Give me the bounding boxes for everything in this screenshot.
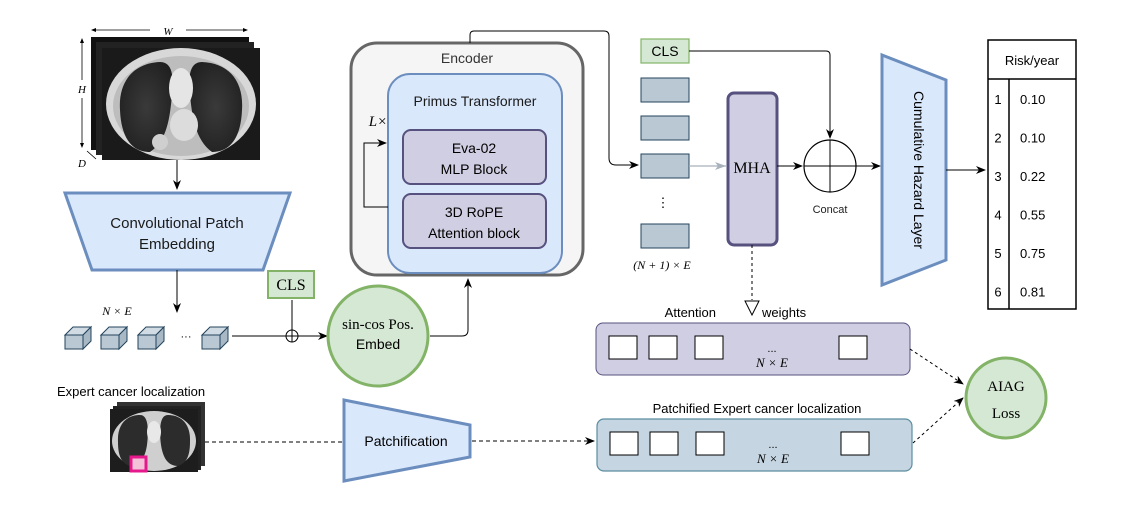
primus-transformer-title: Primus Transformer bbox=[414, 93, 537, 109]
dim-w-label: W bbox=[163, 26, 173, 38]
attention-weights-ellipsis: ... bbox=[767, 343, 776, 355]
patchified-dim: N × E bbox=[756, 451, 789, 466]
patchification: Patchification bbox=[342, 398, 472, 483]
mha-label: MHA bbox=[733, 160, 771, 177]
cls-left-label: CLS bbox=[276, 277, 305, 294]
concat-node: Concat bbox=[803, 139, 857, 216]
expert-ct-stack bbox=[110, 402, 205, 473]
dim-h-label: H bbox=[77, 84, 87, 96]
tokens-ellipsis: ··· bbox=[181, 331, 192, 343]
token-cube-icon bbox=[200, 325, 230, 351]
repeat-loop-arrow bbox=[363, 139, 388, 208]
attention-weights-title-a: Attention bbox=[665, 305, 716, 320]
hazard-label: Cumulative Hazard Layer bbox=[911, 91, 927, 249]
mlp-block-label-1: Eva-02 bbox=[452, 140, 497, 156]
attention-block bbox=[402, 193, 547, 249]
dashed-weights-to-loss bbox=[909, 348, 964, 385]
token-cube-icon bbox=[136, 325, 166, 351]
risk-year: 3 bbox=[994, 169, 1001, 184]
risk-year: 6 bbox=[994, 285, 1001, 300]
risk-year: 1 bbox=[994, 92, 1001, 107]
cls-token-left: CLS bbox=[267, 270, 315, 299]
token-stack-label: (N + 1) × E bbox=[633, 258, 691, 272]
dim-d-label: D bbox=[77, 158, 86, 170]
risk-value: 0.55 bbox=[1020, 208, 1045, 223]
risk-year: 5 bbox=[994, 246, 1001, 261]
conv-patch-embedding-label-2: Embedding bbox=[139, 236, 215, 253]
aiag-loss-node: AIAG Loss bbox=[964, 356, 1048, 440]
expert-title: Expert cancer localization bbox=[57, 384, 205, 399]
token-rect bbox=[640, 115, 690, 141]
arrow-cls-to-concat bbox=[689, 50, 834, 139]
repeat-label: L× bbox=[368, 114, 387, 130]
risk-value: 0.10 bbox=[1020, 131, 1045, 146]
patchification-label: Patchification bbox=[364, 433, 447, 449]
dimension-d: D bbox=[77, 150, 97, 170]
risk-year: 2 bbox=[994, 131, 1001, 146]
arrow-encoder-to-tokens bbox=[469, 30, 639, 169]
mlp-block-label-2: MLP Block bbox=[441, 161, 509, 177]
risk-value: 0.10 bbox=[1020, 92, 1045, 107]
token-stack: CLS ⋮ (N + 1) × E bbox=[633, 38, 691, 272]
attention-weights-box: ... N × E bbox=[595, 322, 911, 376]
token-rect bbox=[640, 77, 690, 103]
ct-input-stack bbox=[91, 37, 260, 160]
loss-label-1: AIAG bbox=[987, 379, 1025, 395]
pos-embed-node: sin-cos Pos. Embed bbox=[326, 284, 430, 388]
open-arrow-icon bbox=[744, 300, 760, 317]
pos-embed-label-2: Embed bbox=[356, 336, 400, 352]
encoder-title: Encoder bbox=[441, 50, 493, 66]
risk-year: 4 bbox=[994, 208, 1001, 223]
tokens-dim-label: N × E bbox=[101, 304, 132, 318]
cumulative-hazard-layer: Cumulative Hazard Layer bbox=[880, 52, 948, 288]
token-rect bbox=[640, 223, 690, 249]
patchified-title: Patchified Expert cancer localization bbox=[653, 401, 862, 416]
arrow-pos-to-encoder bbox=[430, 278, 472, 337]
tumor-marker bbox=[129, 455, 148, 473]
loss-label-2: Loss bbox=[992, 406, 1021, 422]
token-cube-icon bbox=[99, 325, 129, 351]
cls-right-label: CLS bbox=[651, 43, 678, 59]
cls-token-right bbox=[640, 38, 690, 64]
attention-block-label-2: Attention block bbox=[428, 225, 521, 241]
risk-value: 0.75 bbox=[1020, 246, 1045, 261]
patchified-ellipsis: ... bbox=[768, 439, 777, 451]
mha-block: MHA bbox=[726, 91, 779, 247]
token-rect bbox=[640, 153, 690, 179]
dimension-h: H bbox=[77, 38, 87, 148]
risk-table-header: Risk/year bbox=[1005, 53, 1060, 68]
encoder-block: Encoder Primus Transformer Eva-02 MLP Bl… bbox=[349, 41, 585, 277]
attention-weights-title-b: weights bbox=[761, 305, 807, 320]
risk-value: 0.81 bbox=[1020, 285, 1045, 300]
attention-weights-dim: N × E bbox=[755, 355, 788, 370]
patchified-box: ... N × E bbox=[596, 418, 913, 472]
mlp-block bbox=[402, 129, 547, 185]
conv-patch-embedding: Convolutional Patch Embedding bbox=[62, 191, 293, 272]
concat-label: Concat bbox=[813, 204, 848, 216]
risk-value: 0.22 bbox=[1020, 169, 1045, 184]
token-vdots: ⋮ bbox=[657, 195, 670, 210]
attention-block-label-1: 3D RoPE bbox=[445, 204, 503, 220]
conv-patch-embedding-label-1: Convolutional Patch bbox=[110, 215, 243, 232]
dimension-w: W bbox=[91, 26, 248, 38]
token-cubes bbox=[63, 325, 230, 351]
token-cube-icon bbox=[63, 325, 93, 351]
pos-embed-label-1: sin-cos Pos. bbox=[342, 317, 414, 333]
dashed-patchified-to-loss bbox=[912, 397, 964, 444]
